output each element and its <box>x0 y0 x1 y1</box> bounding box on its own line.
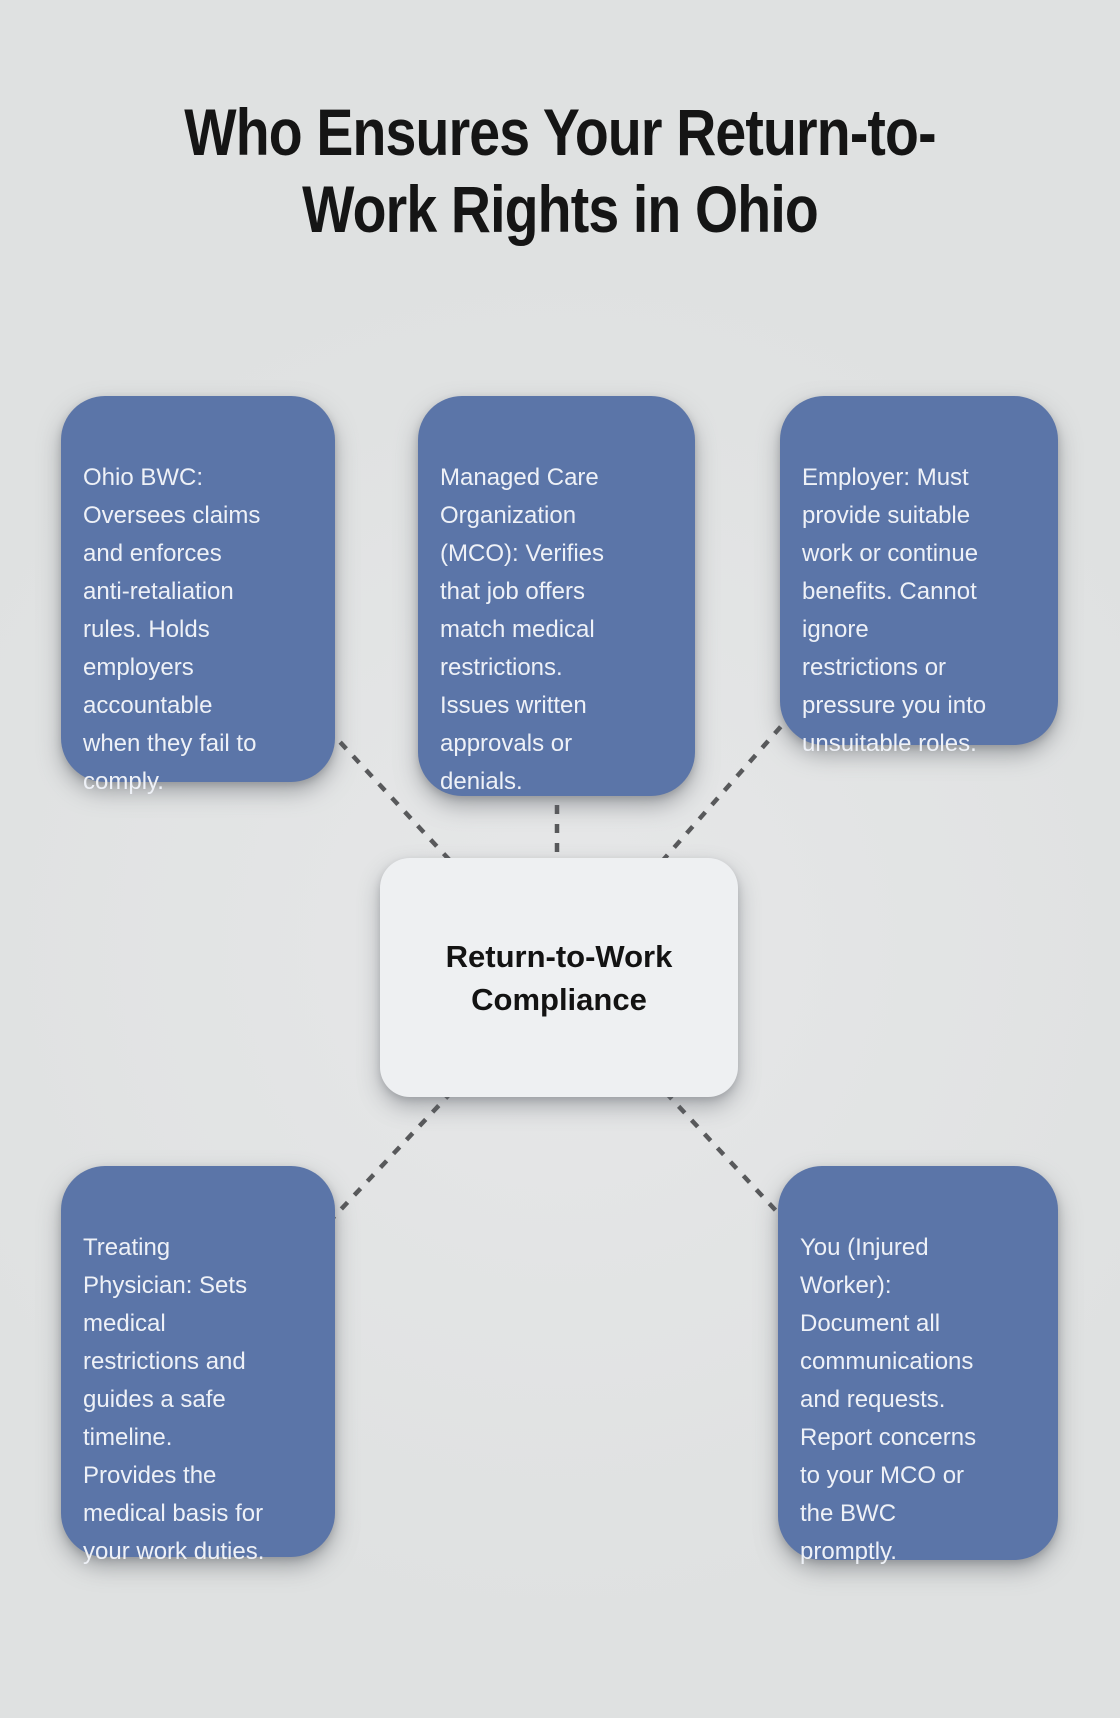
node-employer-label: Employer: Must provide suitable work or … <box>802 464 987 757</box>
node-injured-worker: You (Injured Worker): Document all commu… <box>778 1166 1058 1565</box>
node-injured-worker-label: You (Injured Worker): Document all commu… <box>800 1234 977 1565</box>
node-mco: Managed Care Organization (MCO): Verifie… <box>418 396 695 796</box>
node-mco-label: Managed Care Organization (MCO): Verifie… <box>440 464 605 795</box>
connector-line-employer <box>557 568 921 980</box>
node-ohio-bwc-label: Ohio BWC: Oversees claims and enforces a… <box>83 464 261 795</box>
center-node: Return-to-Work Compliance <box>380 858 738 1097</box>
page-title: Who Ensures Your Return-to- Work Rights … <box>184 95 936 246</box>
node-treating-physician: Treating Physician: Sets medical restric… <box>61 1166 335 1565</box>
center-node-label: Return-to-Work Compliance <box>445 938 673 1017</box>
node-ohio-bwc: Ohio BWC: Oversees claims and enforces a… <box>61 396 335 795</box>
node-employer: Employer: Must provide suitable work or … <box>780 396 1058 757</box>
node-treating-physician-label: Treating Physician: Sets medical restric… <box>83 1234 265 1565</box>
